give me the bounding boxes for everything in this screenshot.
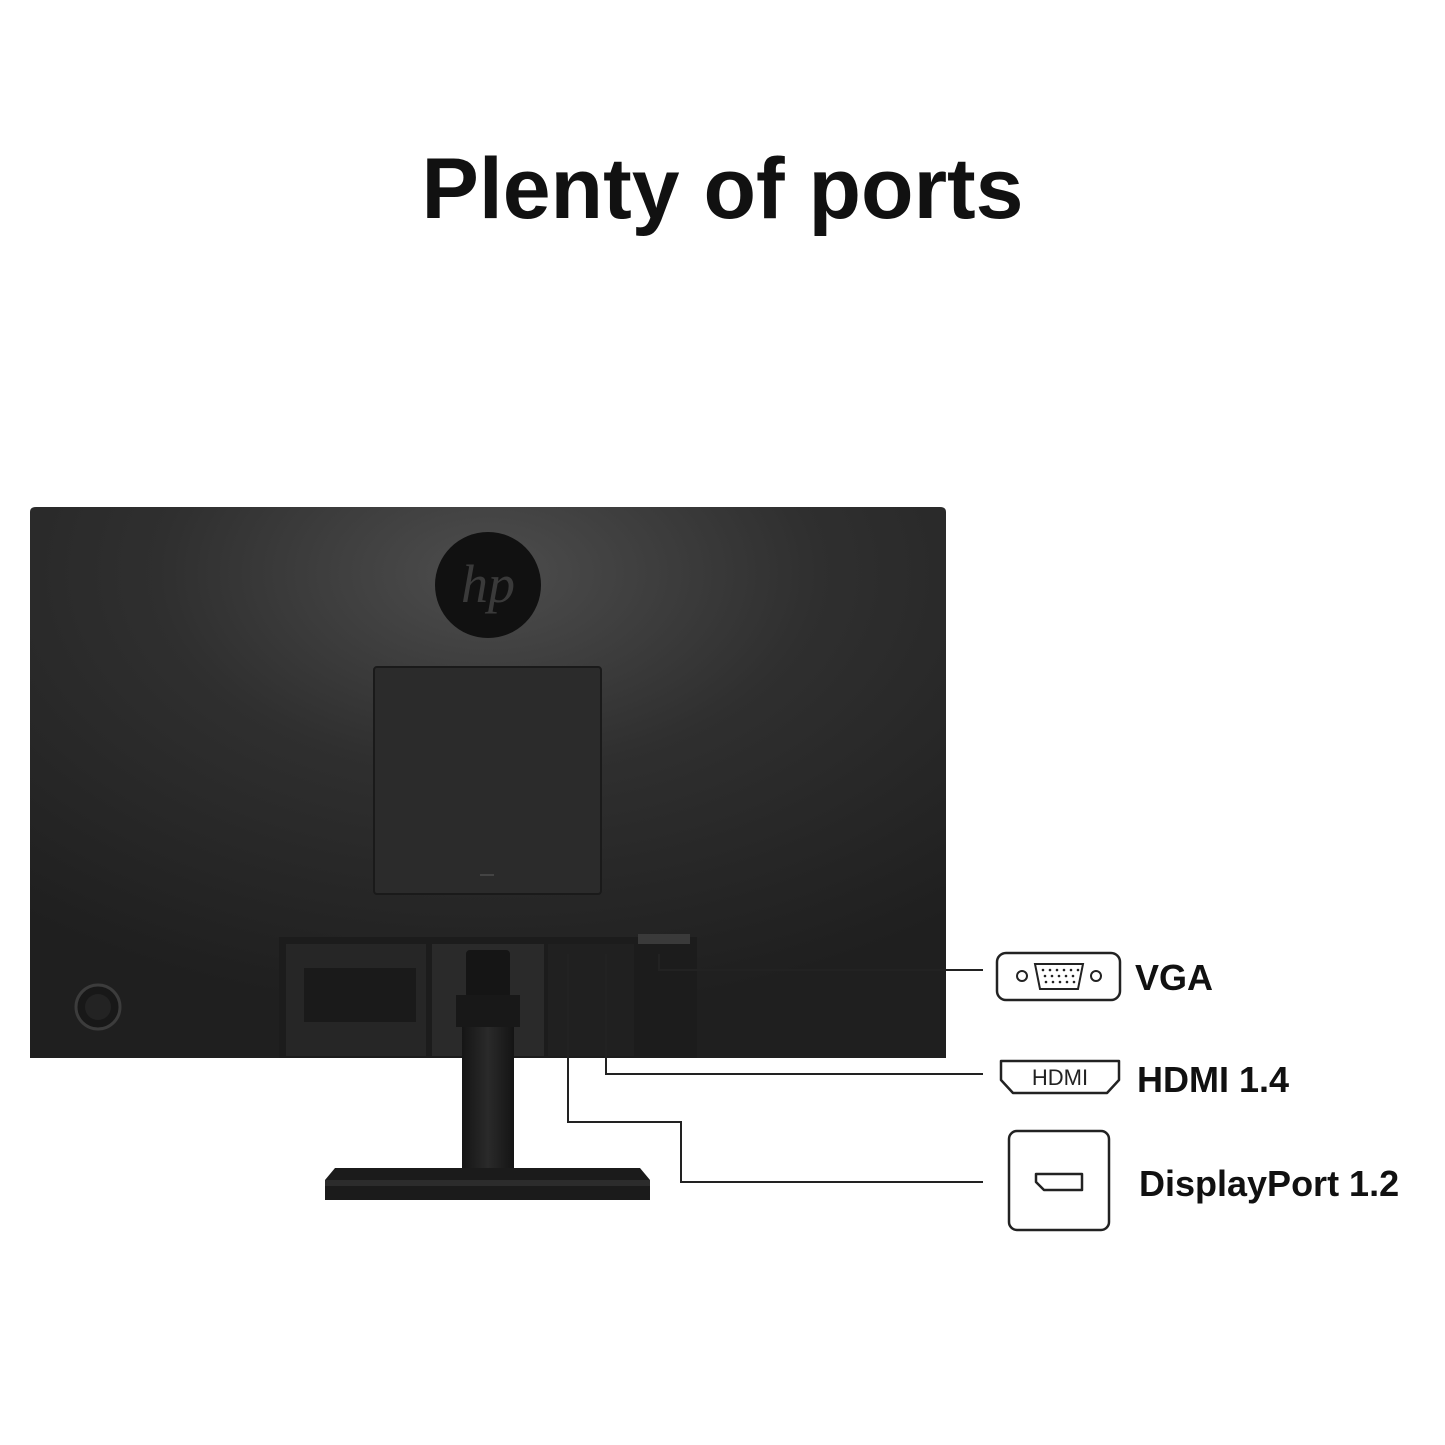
displayport-leader-line — [567, 954, 983, 1183]
svg-text:hp: hp — [461, 554, 515, 614]
svg-text:HDMI: HDMI — [1032, 1065, 1088, 1090]
page-title: Plenty of ports — [421, 141, 1024, 237]
displayport-label: DisplayPort 1.2 — [1139, 1163, 1400, 1204]
hp-logo: hp — [435, 532, 541, 638]
hdmi-leader-line — [605, 954, 983, 1075]
hdmi-port-icon: HDMI — [999, 1059, 1121, 1095]
vga-port-icon — [995, 951, 1122, 1002]
vga-leader-line — [658, 954, 983, 971]
power-button — [74, 983, 122, 1031]
hdmi-label: HDMI 1.4 — [1137, 1059, 1290, 1100]
vesa-mark — [480, 874, 494, 876]
displayport-icon — [1007, 1129, 1111, 1232]
leader-lines — [567, 954, 983, 1183]
vesa-cover-plate — [373, 666, 602, 895]
monitor-stand — [325, 950, 650, 1200]
vga-label: VGA — [1135, 957, 1214, 998]
